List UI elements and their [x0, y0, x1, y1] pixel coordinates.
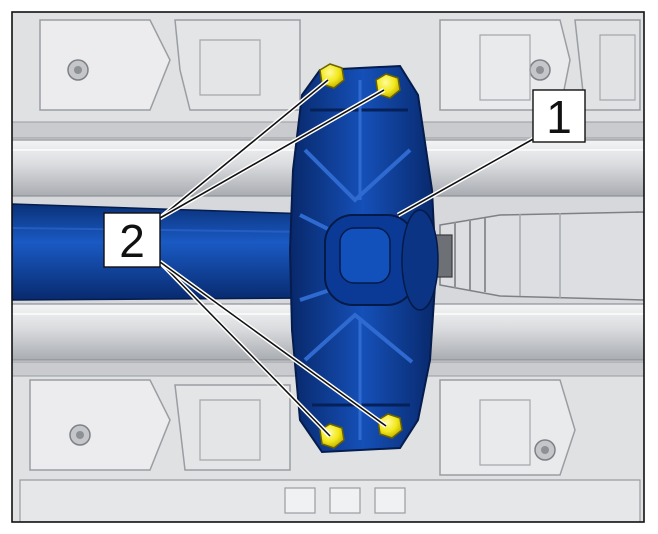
- callout-1-label: 1: [546, 91, 572, 143]
- callout-2: 2: [103, 212, 161, 268]
- leader-2-set: [158, 78, 388, 438]
- leader-1: [396, 136, 537, 217]
- center-bearing-bracket: [288, 64, 439, 454]
- figure-frame: [11, 11, 645, 523]
- callout-1: 1: [532, 89, 586, 143]
- joint-boot: [429, 211, 644, 301]
- leader-lines: [158, 78, 537, 438]
- callout-2-label: 2: [119, 215, 145, 267]
- bolt-head-icon: [377, 413, 403, 439]
